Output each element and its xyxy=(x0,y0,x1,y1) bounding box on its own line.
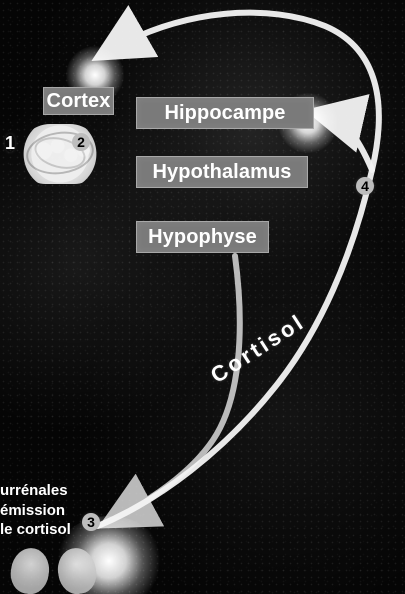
adrenal-caption-line-1: urrénales xyxy=(0,481,120,501)
hippocampe-label: Hippocampe xyxy=(136,97,314,129)
step-1-number: 1 xyxy=(5,134,15,152)
step-2-badge: 2 xyxy=(72,133,90,151)
left-adrenal-gland xyxy=(8,546,52,594)
adrenal-caption-line-3: le cortisol xyxy=(0,520,120,540)
cortisol-label: Cortisol xyxy=(206,309,310,389)
cortisol-hippocampe-branch xyxy=(322,114,372,170)
right-adrenal-gland xyxy=(54,545,99,594)
cortisol-main-curve xyxy=(98,13,379,526)
cortex-label: Cortex xyxy=(43,87,114,115)
hypothalamus-label: Hypothalamus xyxy=(136,156,308,188)
brain-illustration xyxy=(18,124,102,184)
adrenal-caption: urrénales émission le cortisol xyxy=(0,481,120,540)
adrenal-caption-line-2: émission xyxy=(0,501,120,521)
hypophyse-label: Hypophyse xyxy=(136,221,269,253)
adrenal-glands xyxy=(0,540,110,594)
step-4-badge: 4 xyxy=(356,177,374,195)
